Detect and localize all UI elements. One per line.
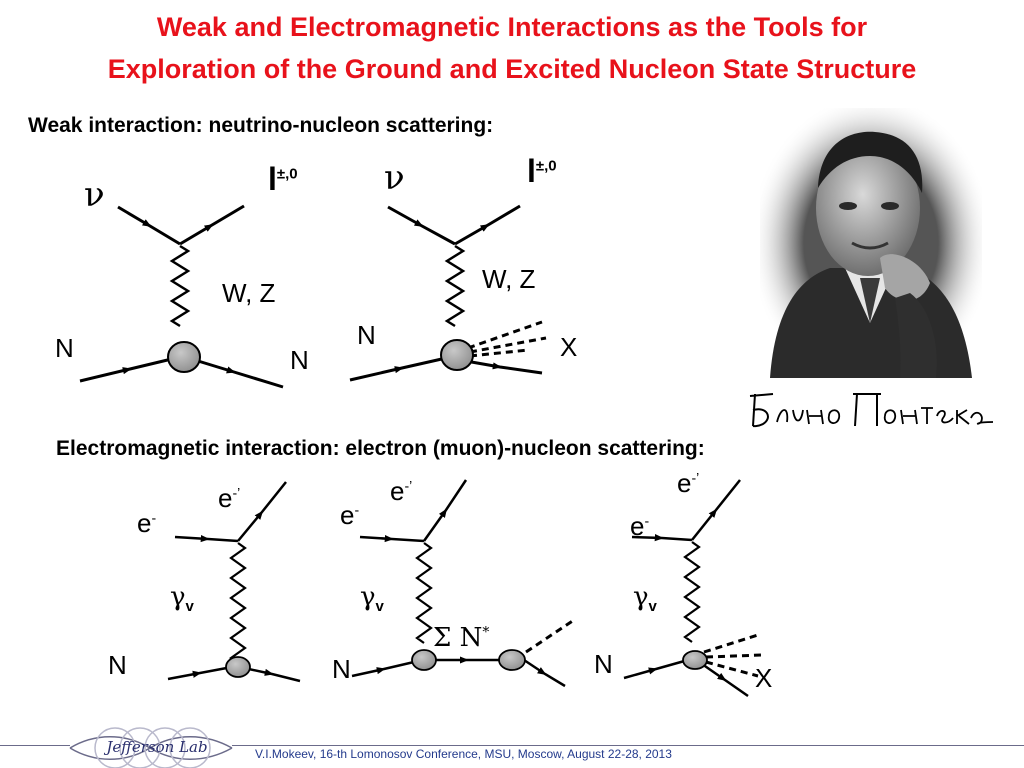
jefferson-lab-logo (69, 727, 233, 768)
neutrino-in-line (117, 205, 181, 246)
electron-out-label: e-’ (218, 483, 241, 513)
resonance-label: Σ N* (433, 623, 490, 653)
electron-out-line (237, 481, 287, 542)
slide-title-line2: Exploration of the Ground and Excited Nu… (107, 54, 917, 84)
nucleon-out-line (184, 355, 284, 389)
hadron-dashed-lines (467, 320, 547, 358)
nucleon-in-line (349, 354, 456, 382)
nucleon-in-line (623, 658, 689, 680)
photon-line (683, 541, 701, 643)
boson-label: W, Z (482, 264, 536, 294)
nucleon-out-line (523, 658, 566, 688)
w-z-boson-line (169, 244, 191, 328)
footer-rule-right (232, 745, 1024, 746)
neutrino-label: ν (84, 175, 105, 215)
nucleon-in-line (79, 355, 181, 383)
slide-title-line1: Weak and Electromagnetic Interactions as… (156, 12, 868, 42)
weak-diagram-1 (79, 204, 284, 389)
electron-in-label: e- (340, 500, 360, 530)
hadron-dashed-lines (703, 633, 763, 678)
electron-in-line (359, 534, 425, 543)
em-interaction-heading: Electromagnetic interaction: electron (m… (56, 437, 705, 460)
lepton-label: l±,0 (268, 161, 298, 197)
nucleon-in-line (167, 665, 233, 681)
nucleon-in-line (351, 660, 415, 678)
footer-citation: V.I.Mokeev, 16-th Lomonosov Conference, … (255, 747, 672, 761)
hadron-out-line (459, 358, 543, 375)
nucleon-in-label: N (108, 650, 127, 680)
electron-in-label: e- (137, 508, 157, 538)
lepton-label: l±,0 (527, 153, 557, 189)
pontecorvo-portrait (760, 108, 982, 378)
photon-label: γv (360, 582, 384, 616)
footer-rule-left (0, 745, 70, 746)
weak-diagram-2 (349, 204, 547, 382)
electron-out-line (422, 479, 468, 542)
neutrino-label: ν (384, 158, 405, 198)
vertex-blob (167, 341, 201, 373)
electron-out-label: e-’ (677, 468, 700, 498)
electron-out-line (691, 479, 741, 541)
electron-in-line (631, 534, 693, 542)
nucleon-out-label: N (290, 345, 309, 375)
vertex-blob (411, 649, 437, 671)
neutrino-in-line (387, 205, 456, 246)
lepton-out-line (454, 204, 521, 246)
electron-in-label: e- (630, 511, 650, 541)
nucleon-in-label: N (357, 320, 376, 350)
electron-in-line (174, 534, 239, 543)
nucleon-in-label: N (55, 333, 74, 363)
meson-dashed-line (525, 618, 575, 654)
boson-label: W, Z (222, 278, 276, 308)
hadron-x-label: X (560, 332, 578, 362)
weak-interaction-heading: Weak interaction: neutrino-nucleon scatt… (28, 114, 494, 137)
signature (749, 393, 994, 428)
w-z-boson-line (444, 244, 466, 328)
em-diagram-2 (351, 479, 575, 688)
vertex-blob (225, 656, 251, 678)
jefferson-lab-logo-text: Jefferson Lab (106, 738, 208, 756)
nucleon-in-label: N (594, 649, 613, 679)
electron-out-label: e-’ (390, 476, 413, 506)
photon-label: γv (633, 582, 657, 616)
nucleon-out-line (243, 666, 301, 683)
decay-blob (498, 649, 526, 671)
vertex-blob (682, 650, 708, 670)
em-diagram-3 (623, 479, 763, 698)
lepton-out-line (179, 204, 245, 246)
photon-line (229, 542, 247, 664)
em-diagram-1 (167, 481, 301, 683)
photon-label: γv (170, 582, 194, 616)
photon-line (415, 542, 433, 644)
nucleon-in-label: N (332, 654, 351, 684)
hadron-x-label: X (755, 663, 773, 693)
hadron-out-line (701, 662, 749, 698)
vertex-blob (440, 339, 474, 371)
